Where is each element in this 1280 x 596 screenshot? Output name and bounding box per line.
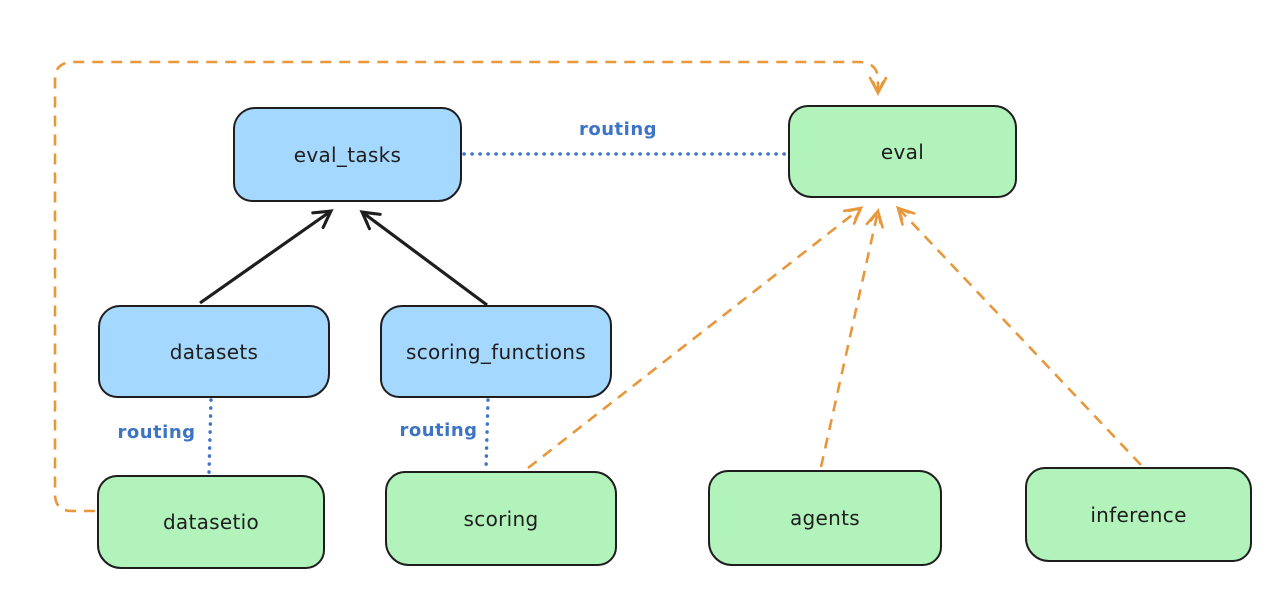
node-scoring-functions: scoring_functions [380,305,612,398]
edge-scoring-functions-to-eval-tasks [359,210,488,307]
node-inference: inference [1025,467,1252,562]
node-eval-tasks: eval_tasks [233,107,462,202]
node-datasets: datasets [98,305,330,398]
edge-agents-to-eval [819,207,884,468]
edge-datasetio-to-eval [53,60,888,513]
edge-scoring-to-eval [527,206,864,470]
edge-label-routing-scoring-functions-scoring: routing [399,420,478,441]
edge-datasets-to-datasetio [207,398,213,475]
node-scoring: scoring [385,471,617,566]
edge-label-routing-eval-tasks-eval: routing [578,119,658,140]
node-datasetio: datasetio [97,475,325,569]
edge-datasets-to-eval-tasks [199,209,334,305]
node-agents: agents [708,470,942,566]
edge-scoring-functions-to-scoring [484,398,490,471]
edge-inference-to-eval [895,205,1142,466]
node-eval: eval [788,105,1017,198]
edge-label-routing-datasets-datasetio: routing [117,422,196,443]
